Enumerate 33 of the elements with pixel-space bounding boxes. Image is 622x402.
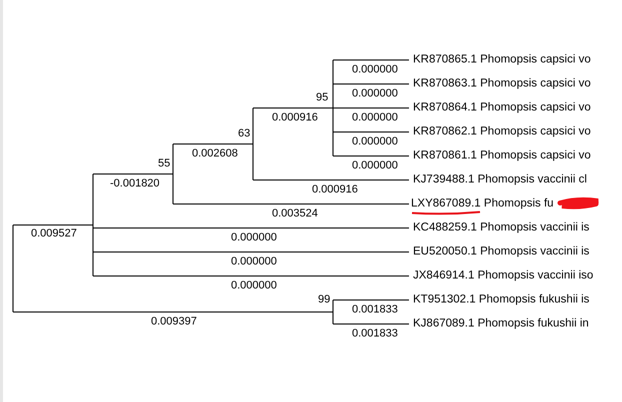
bootstrap-value: 63 [238, 128, 250, 140]
taxon-label: KR870861.1 Phomopsis capsici vo [413, 150, 591, 162]
taxon-label: KC488259.1 Phomopsis vaccinii is [413, 222, 590, 234]
taxon-label: KJ867089.1 Phomopsis fukushii in [413, 318, 589, 330]
branch-length-label: 0.003524 [272, 208, 318, 220]
branch-length-label: -0.001820 [110, 178, 160, 190]
branch-length-label: 0.009527 [31, 228, 77, 240]
branch-length-label: 0.000916 [312, 184, 358, 196]
bootstrap-value: 99 [318, 294, 330, 306]
bootstrap-value: 55 [158, 158, 170, 170]
taxon-label: KJ739488.1 Phomopsis vaccinii cl [413, 174, 587, 186]
branch-length-label: 0.000000 [352, 160, 398, 172]
branch-length-label: 0.009397 [151, 316, 197, 328]
taxon-label: EU520050.1 Phomopsis vaccinii is [413, 246, 590, 258]
taxon-label: JX846914.1 Phomopsis vaccinii iso [413, 270, 594, 282]
taxon-label: KT951302.1 Phomopsis fukushii is [413, 294, 590, 306]
branch-length-label: 0.000000 [231, 280, 277, 292]
branch-length-label: 0.001833 [352, 304, 398, 316]
branch-length-label: 0.000000 [231, 256, 277, 268]
branch-length-label: 0.002608 [192, 148, 238, 160]
branch-length-label: 0.000916 [272, 112, 318, 124]
branch-length-label: 0.000000 [231, 232, 277, 244]
taxon-label: KR870865.1 Phomopsis capsici vo [413, 54, 591, 66]
branch-length-label: 0.001833 [352, 328, 398, 340]
branch-length-label: 0.000000 [352, 64, 398, 76]
bootstrap-value: 95 [316, 92, 328, 104]
taxon-label: KR870862.1 Phomopsis capsici vo [413, 126, 591, 138]
branch-length-label: 0.000000 [352, 136, 398, 148]
branch-length-label: 0.000000 [352, 88, 398, 100]
taxon-label: KR870864.1 Phomopsis capsici vo [413, 102, 591, 114]
taxon-label: KR870863.1 Phomopsis capsici vo [413, 78, 591, 90]
branch-length-label: 0.000000 [352, 112, 398, 124]
taxon-label: LXY867089.1 Phomopsis fu [411, 198, 554, 210]
